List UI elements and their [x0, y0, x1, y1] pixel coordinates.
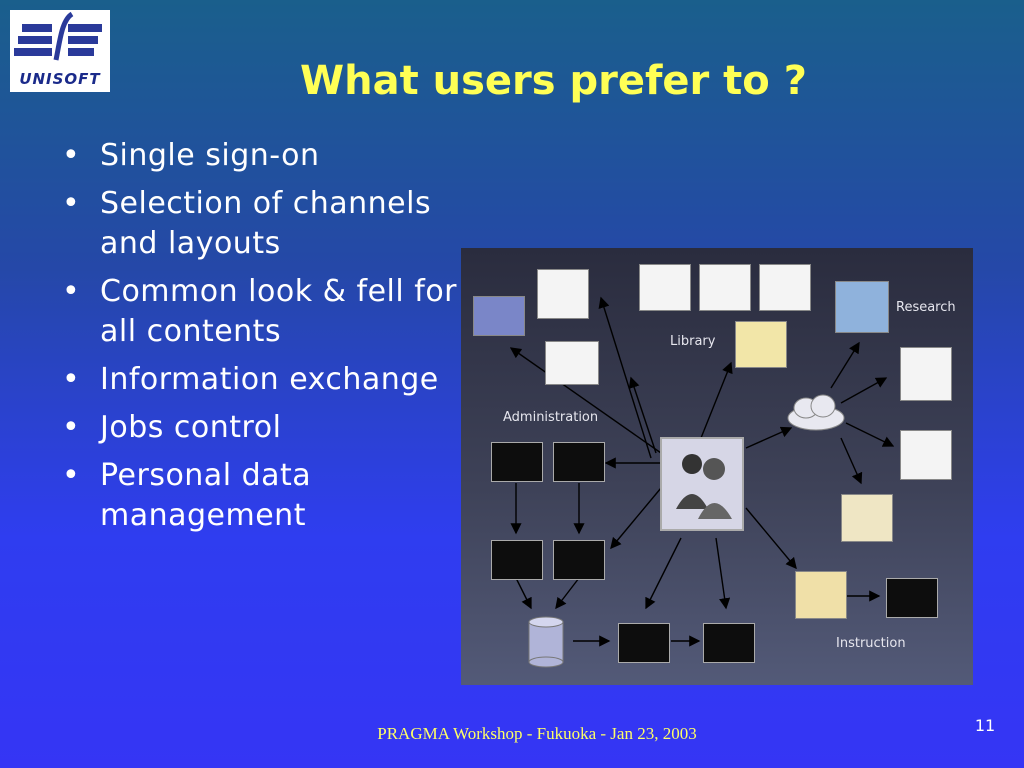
page-number: 11: [974, 716, 996, 735]
terminal-thumbnail: [553, 442, 605, 482]
footer-text: PRAGMA Workshop - Fukuoka - Jan 23, 2003: [377, 724, 697, 743]
terminal-thumbnail: [618, 623, 670, 663]
terminal-thumbnail: [491, 442, 543, 482]
bullet-item: Single sign-on: [62, 136, 482, 176]
terminal-thumbnail: [886, 578, 938, 618]
cloud-icon: [787, 394, 845, 431]
database-icon: [528, 616, 564, 668]
person-icon: [676, 454, 732, 519]
label-instruction: Instruction: [836, 636, 906, 651]
logo-text: UNISOFT: [19, 70, 101, 88]
screen-thumbnail: [699, 264, 751, 311]
terminal-thumbnail: [491, 540, 543, 580]
bullet-item: Information exchange: [62, 360, 482, 400]
bullet-item: Selection of channels and layouts: [62, 184, 482, 264]
diagram-arrows: [509, 296, 895, 668]
screen-thumbnail: [759, 264, 811, 311]
logo-mark-icon: [14, 11, 102, 61]
unisoft-logo: UNISOFT: [10, 10, 110, 92]
bullet-item: Personal data management: [62, 456, 482, 536]
bullet-list: Single sign-on Selection of channels and…: [62, 136, 482, 544]
bullet-item: Jobs control: [62, 408, 482, 448]
slide-title: What users prefer to ?: [300, 58, 807, 104]
screen-thumbnail: [900, 347, 952, 401]
label-research: Research: [896, 300, 956, 315]
screen-thumbnail: [639, 264, 691, 311]
screen-thumbnail: [835, 281, 889, 333]
label-library: Library: [670, 334, 716, 349]
screen-thumbnail: [795, 571, 847, 619]
terminal-thumbnail: [703, 623, 755, 663]
portal-diagram: Research Library Administration Instruct…: [461, 248, 973, 685]
screen-thumbnail: [735, 321, 787, 368]
screen-thumbnail: [537, 269, 589, 319]
bullet-item: Common look & fell for all contents: [62, 272, 482, 352]
terminal-thumbnail: [553, 540, 605, 580]
screen-thumbnail: [841, 494, 893, 542]
screen-thumbnail: [545, 341, 599, 385]
users-photo: [660, 437, 744, 531]
screen-thumbnail: [473, 296, 525, 336]
label-administration: Administration: [503, 410, 599, 425]
screen-thumbnail: [900, 430, 952, 480]
